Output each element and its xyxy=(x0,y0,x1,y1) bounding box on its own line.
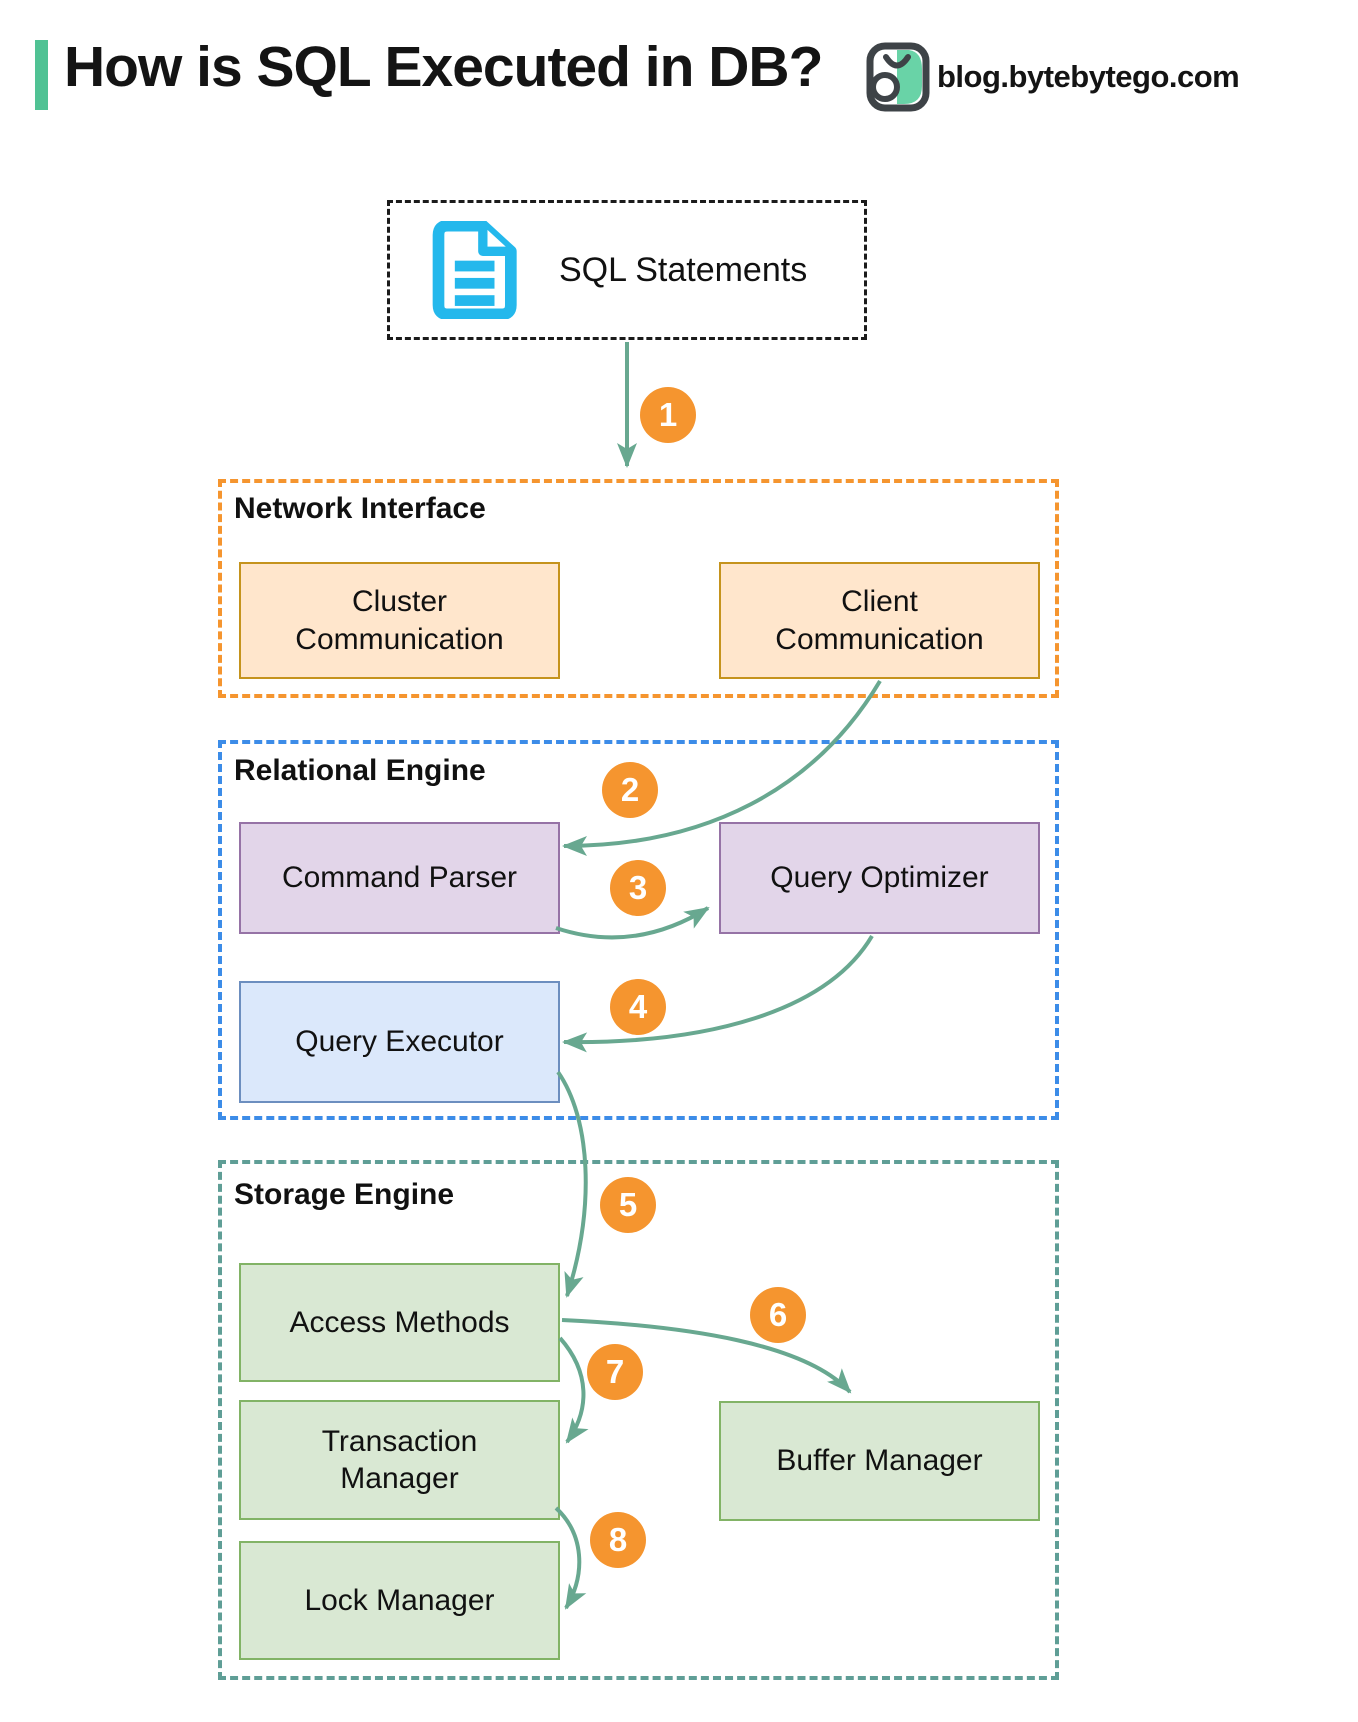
section-storage-engine xyxy=(218,1160,1059,1680)
page-title: How is SQL Executed in DB? xyxy=(64,35,823,99)
node-query-optimizer: Query Optimizer xyxy=(719,822,1040,934)
brand: blog.bytebytego.com xyxy=(866,42,1240,112)
node-command-parser: Command Parser xyxy=(239,822,560,934)
step-badge-8: 8 xyxy=(590,1512,646,1568)
section-network-interface-label: Network Interface xyxy=(234,492,486,525)
node-cluster-communication: Cluster Communication xyxy=(239,562,560,679)
node-access-methods: Access Methods xyxy=(239,1263,560,1382)
node-query-executor: Query Executor xyxy=(239,981,560,1103)
step-badge-3: 3 xyxy=(610,860,666,916)
document-icon xyxy=(432,221,517,319)
section-storage-engine-label: Storage Engine xyxy=(234,1178,455,1211)
section-relational-engine-label: Relational Engine xyxy=(234,754,486,787)
step-badge-5: 5 xyxy=(600,1177,656,1233)
step-badge-2: 2 xyxy=(602,762,658,818)
node-lock-manager: Lock Manager xyxy=(239,1541,560,1660)
sql-statements-box: SQL Statements xyxy=(387,200,867,340)
node-client-communication: Client Communication xyxy=(719,562,1040,679)
node-buffer-manager: Buffer Manager xyxy=(719,1401,1040,1521)
step-badge-6: 6 xyxy=(750,1287,806,1343)
step-badge-4: 4 xyxy=(610,979,666,1035)
sql-statements-label: SQL Statements xyxy=(559,250,808,289)
bytebytego-logo-icon xyxy=(866,42,930,112)
step-badge-7: 7 xyxy=(587,1344,643,1400)
title-accent-bar xyxy=(35,40,48,110)
node-transaction-manager: Transaction Manager xyxy=(239,1400,560,1520)
brand-text: blog.bytebytego.com xyxy=(937,59,1240,94)
step-badge-1: 1 xyxy=(640,387,696,443)
